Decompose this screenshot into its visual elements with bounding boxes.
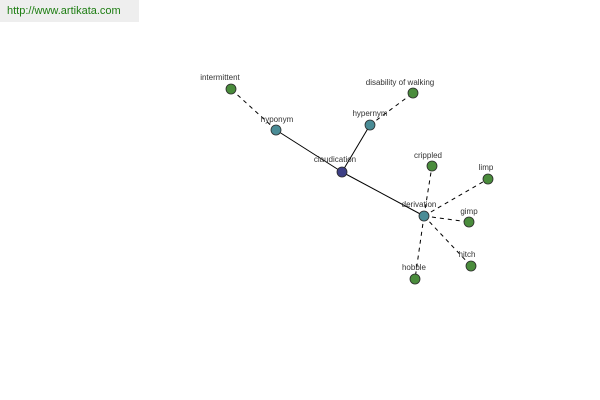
node-label-hobble: hobble (402, 263, 427, 272)
edge-claudication-hyponym (275, 129, 343, 173)
node-label-gimp: gimp (460, 207, 478, 216)
edge-derivation-crippled (423, 165, 433, 217)
node-disability[interactable] (407, 87, 419, 99)
node-label-hyponym: hyponym (261, 115, 294, 124)
edge-hypernym-disability (369, 92, 414, 126)
edge-claudication-hypernym (341, 124, 371, 173)
labels-layer: claudication hyponym hypernym derivation int… (200, 73, 494, 272)
edge-claudication-derivation (341, 171, 425, 217)
edge-derivation-hobble (414, 215, 425, 280)
node-claudication[interactable] (336, 166, 348, 178)
edge-derivation-gimp (423, 215, 470, 223)
node-label-crippled: crippled (414, 151, 442, 160)
node-label-hitch: hitch (459, 250, 476, 259)
node-limp[interactable] (482, 173, 494, 185)
edge-hyponym-intermittent (230, 88, 277, 131)
site-url-banner[interactable]: http://www.artikata.com (0, 0, 139, 22)
node-label-derivation: derivation (402, 200, 437, 209)
node-label-limp: limp (479, 163, 494, 172)
node-intermittent[interactable] (225, 83, 237, 95)
edge-derivation-hitch (423, 215, 472, 267)
node-gimp[interactable] (463, 216, 475, 228)
node-crippled[interactable] (426, 160, 438, 172)
node-hypernym[interactable] (364, 119, 376, 131)
node-label-claudication: claudication (314, 155, 356, 164)
edge-derivation-limp (423, 178, 489, 217)
node-label-disability: disability of walking (366, 78, 434, 87)
nodes-layer (225, 83, 494, 285)
node-derivation[interactable] (418, 210, 430, 222)
node-label-hypernym: hypernym (352, 109, 387, 118)
node-hobble[interactable] (409, 273, 421, 285)
node-hyponym[interactable] (270, 124, 282, 136)
node-hitch[interactable] (465, 260, 477, 272)
node-label-intermittent: intermittent (200, 73, 240, 82)
edges-layer (230, 88, 489, 280)
